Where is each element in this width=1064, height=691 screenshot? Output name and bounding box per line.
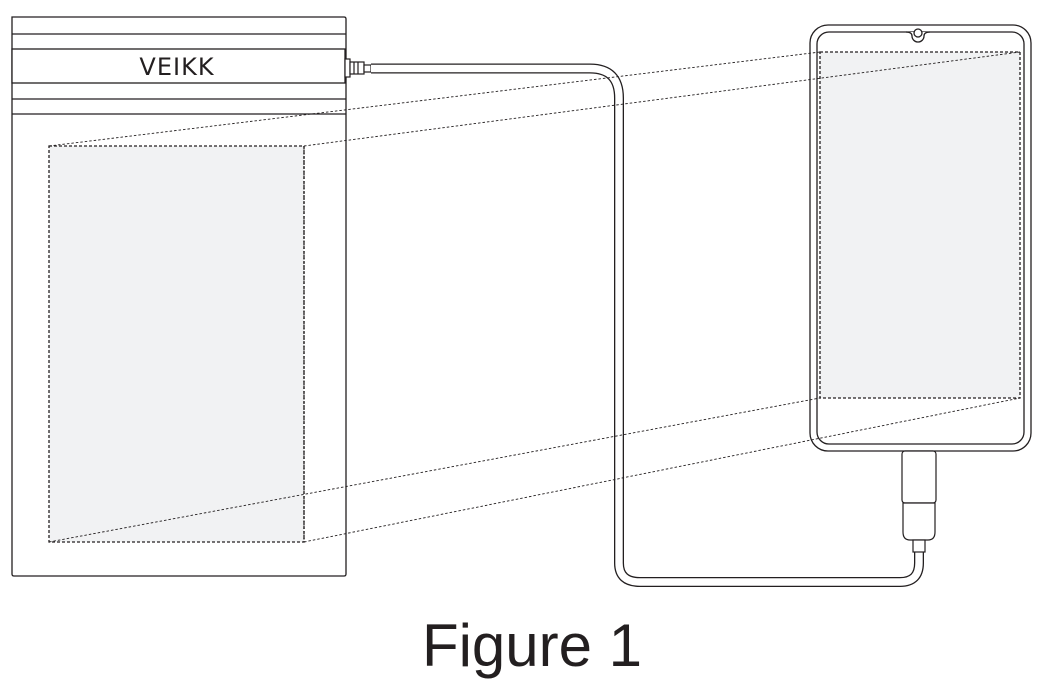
tablet-brand-logo: VEIKK xyxy=(139,53,214,81)
phone-front-camera xyxy=(913,28,923,38)
mapping-line xyxy=(48,397,821,543)
drawing-tablet xyxy=(11,16,347,577)
mapping-lines xyxy=(48,51,1021,543)
tablet-cable-connector xyxy=(344,58,372,78)
usb-cable-core xyxy=(371,64,923,586)
otg-adapter xyxy=(901,450,937,553)
mapping-line xyxy=(303,397,1021,543)
tablet-brand-strip xyxy=(11,48,346,84)
smartphone xyxy=(809,24,1032,452)
figure-caption: Figure 1 xyxy=(421,612,643,679)
phone-mapped-screen-area xyxy=(819,51,1021,399)
tablet-active-area xyxy=(48,145,305,543)
otg-adapter-body xyxy=(901,450,937,504)
mapping-line xyxy=(48,51,821,147)
usb-plug xyxy=(902,502,936,541)
mapping-line xyxy=(303,51,1021,147)
usb-plug-neck xyxy=(912,539,926,553)
